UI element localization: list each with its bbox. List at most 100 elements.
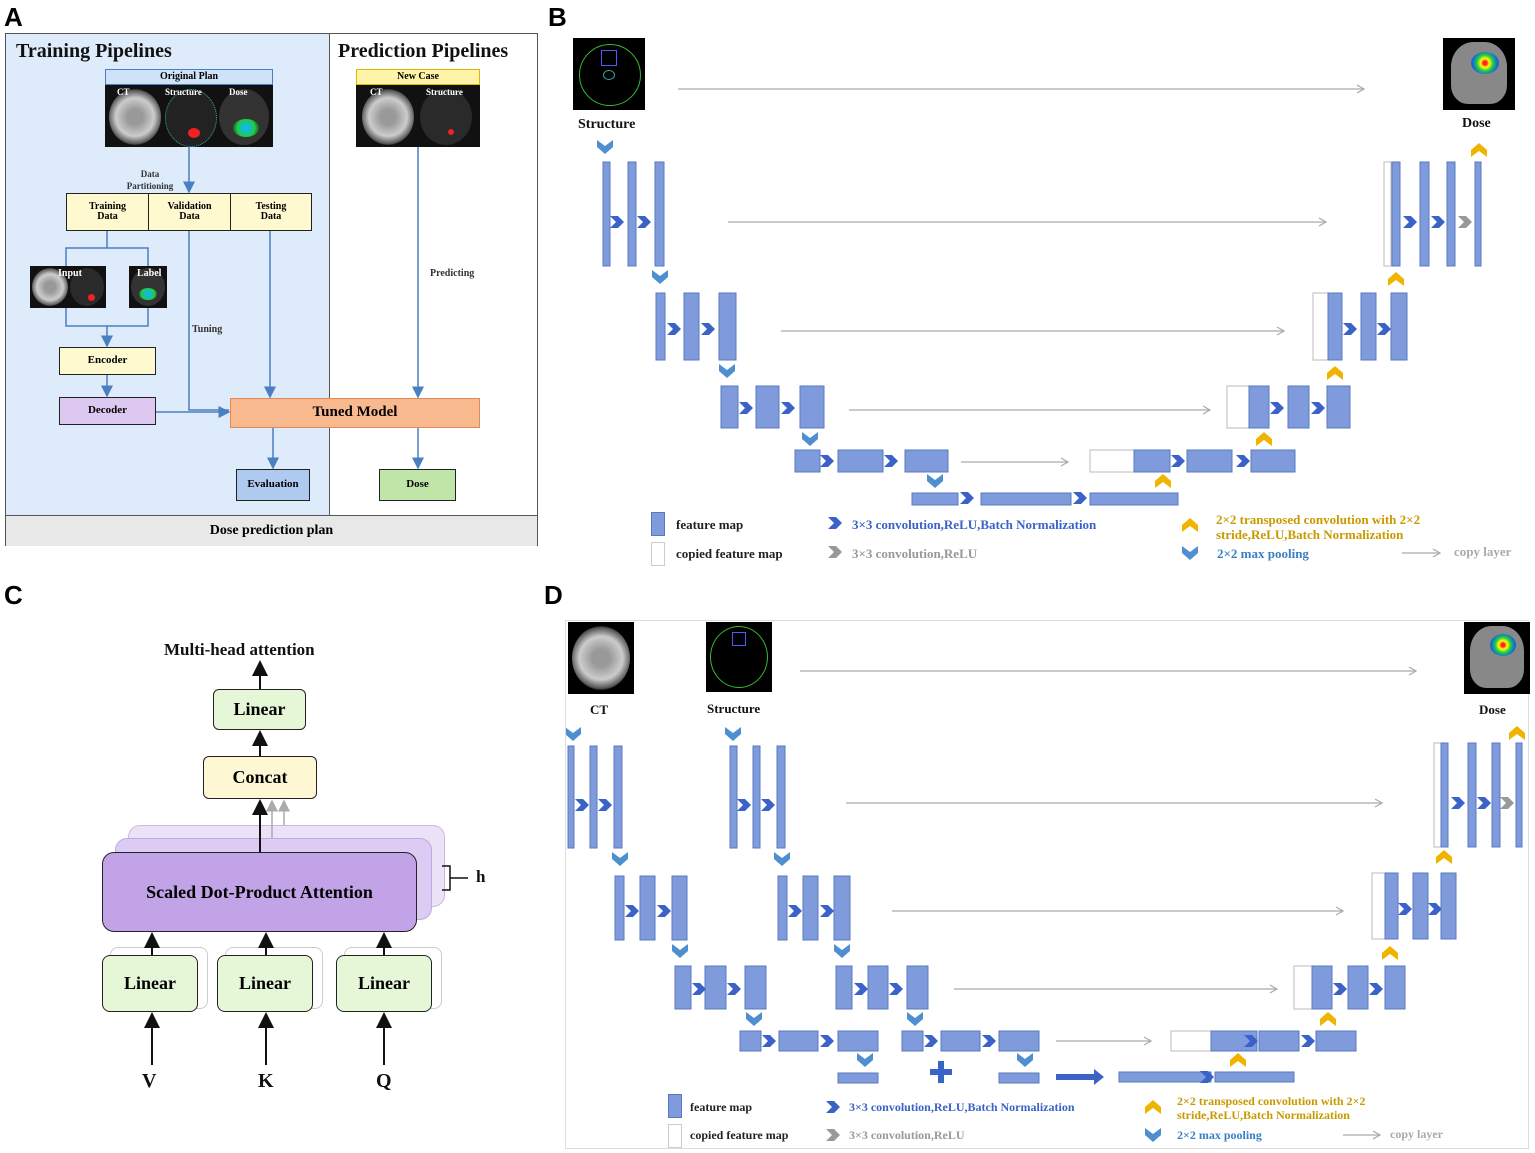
chevron-down-icon bbox=[612, 852, 628, 866]
chevron-right-icon bbox=[761, 799, 775, 811]
chevron-right-icon bbox=[1073, 492, 1087, 504]
feature-map bbox=[906, 965, 929, 1010]
feature-map bbox=[1360, 292, 1377, 361]
arrow-right-icon bbox=[1374, 798, 1384, 808]
chevron-right-icon bbox=[1333, 983, 1347, 995]
feature-map bbox=[739, 1030, 762, 1052]
ct-label-d: CT bbox=[590, 702, 609, 717]
attention-box: Scaled Dot-Product Attention bbox=[102, 852, 417, 932]
panel-label-b: B bbox=[548, 2, 567, 32]
feature-map bbox=[837, 449, 884, 473]
chevron-right-icon bbox=[1171, 455, 1185, 467]
arrow-right-icon bbox=[1056, 1069, 1104, 1085]
k-label: K bbox=[258, 1070, 274, 1092]
chevron-up-icon bbox=[1382, 946, 1398, 960]
dose-label: Dose bbox=[229, 87, 248, 97]
legend-feature-map-d: feature map bbox=[690, 1100, 753, 1114]
feature-map-swatch bbox=[651, 512, 665, 536]
feature-map bbox=[1390, 292, 1408, 361]
copied-feature-map bbox=[1226, 385, 1250, 429]
feature-map bbox=[1250, 449, 1296, 473]
chevron-up-icon bbox=[1327, 366, 1343, 380]
arrow-right-icon bbox=[1202, 405, 1212, 415]
feature-map bbox=[940, 1030, 981, 1052]
new-case-header: New Case bbox=[356, 69, 480, 85]
chevron-right-icon bbox=[1301, 1035, 1315, 1047]
feature-map bbox=[613, 745, 623, 849]
feature-map bbox=[674, 965, 692, 1010]
label-label: Label bbox=[137, 268, 162, 279]
chevron-right-icon bbox=[739, 402, 753, 414]
prediction-title: Prediction Pipelines bbox=[338, 40, 509, 62]
input-images: Input bbox=[30, 266, 106, 308]
feature-map bbox=[654, 161, 665, 267]
chevron-right-icon bbox=[781, 402, 795, 414]
decoder-box: Decoder bbox=[59, 397, 156, 425]
legend-conv-bn-d: 3×3 convolution,ReLU,Batch Normalization bbox=[849, 1100, 1075, 1114]
feature-map bbox=[729, 745, 738, 849]
legend-feature-map: feature map bbox=[676, 517, 744, 532]
chevron-right-icon bbox=[1369, 983, 1383, 995]
chevron-up-icon bbox=[1230, 1053, 1246, 1067]
chevron-up-icon bbox=[1509, 726, 1525, 740]
legend-conv-d: 3×3 convolution,ReLU bbox=[849, 1128, 965, 1142]
legend-max-pooling: 2×2 max pooling bbox=[1217, 546, 1309, 561]
arrow-right-icon bbox=[1143, 1036, 1153, 1046]
predicting-label: Predicting bbox=[430, 268, 475, 279]
feature-map bbox=[1311, 965, 1333, 1010]
feature-map bbox=[1474, 161, 1482, 267]
feature-map bbox=[1089, 492, 1179, 506]
multihead-title: Multi-head attention bbox=[164, 640, 315, 659]
chevron-right-icon bbox=[884, 455, 898, 467]
chevron-right-icon bbox=[575, 799, 589, 811]
feature-map bbox=[683, 292, 700, 361]
arrow-right-icon bbox=[1318, 217, 1328, 227]
feature-map bbox=[998, 1072, 1040, 1084]
footer-bar: Dose prediction plan bbox=[6, 515, 537, 546]
feature-map bbox=[1133, 449, 1171, 473]
chevron-right-icon bbox=[657, 905, 671, 917]
new-ct-image bbox=[362, 89, 414, 145]
feature-map bbox=[998, 1030, 1040, 1052]
feature-map bbox=[1491, 742, 1501, 848]
chevron-right-icon bbox=[1270, 402, 1284, 414]
chevron-right-icon bbox=[854, 983, 868, 995]
copied-feature-map bbox=[1383, 161, 1392, 267]
arrow-right-icon bbox=[1408, 666, 1418, 676]
feature-map bbox=[1446, 161, 1456, 267]
feature-map bbox=[1440, 872, 1457, 940]
chevron-down-icon bbox=[746, 1012, 762, 1026]
dose-thumbnail-b bbox=[1443, 38, 1515, 110]
chevron-right-icon bbox=[1403, 216, 1417, 228]
feature-map bbox=[980, 492, 1072, 506]
chevron-down-icon bbox=[652, 270, 668, 284]
linear-v-box: Linear bbox=[102, 955, 198, 1012]
chevron-up-icon bbox=[1182, 518, 1198, 532]
panel-label-a: A bbox=[4, 2, 23, 32]
feature-map bbox=[755, 385, 780, 429]
feature-map bbox=[802, 875, 819, 941]
chevron-right-icon bbox=[598, 799, 612, 811]
chevron-down-icon bbox=[565, 727, 581, 741]
feature-map bbox=[1186, 449, 1233, 473]
ct-scan-image bbox=[109, 89, 161, 145]
feature-map bbox=[614, 875, 625, 941]
panel-d-border bbox=[565, 620, 1529, 1149]
chevron-up-icon bbox=[1436, 850, 1452, 864]
chevron-right-icon bbox=[960, 492, 974, 504]
new-structure-label: Structure bbox=[426, 87, 463, 97]
chevron-up-icon bbox=[1320, 1012, 1336, 1026]
feature-map bbox=[627, 161, 637, 267]
legend-conv-bn: 3×3 convolution,ReLU,Batch Normalization bbox=[852, 517, 1097, 532]
original-plan-images: CT Structure Dose bbox=[105, 85, 273, 147]
chevron-right-icon bbox=[1343, 323, 1357, 335]
feature-map bbox=[778, 1030, 819, 1052]
feature-map bbox=[1467, 742, 1477, 848]
feature-map bbox=[1440, 742, 1449, 848]
feature-map bbox=[835, 965, 853, 1010]
structure-label-d: Structure bbox=[707, 701, 761, 716]
panel-label-d: D bbox=[544, 580, 563, 610]
feature-map bbox=[744, 965, 767, 1010]
feature-map bbox=[718, 292, 737, 361]
